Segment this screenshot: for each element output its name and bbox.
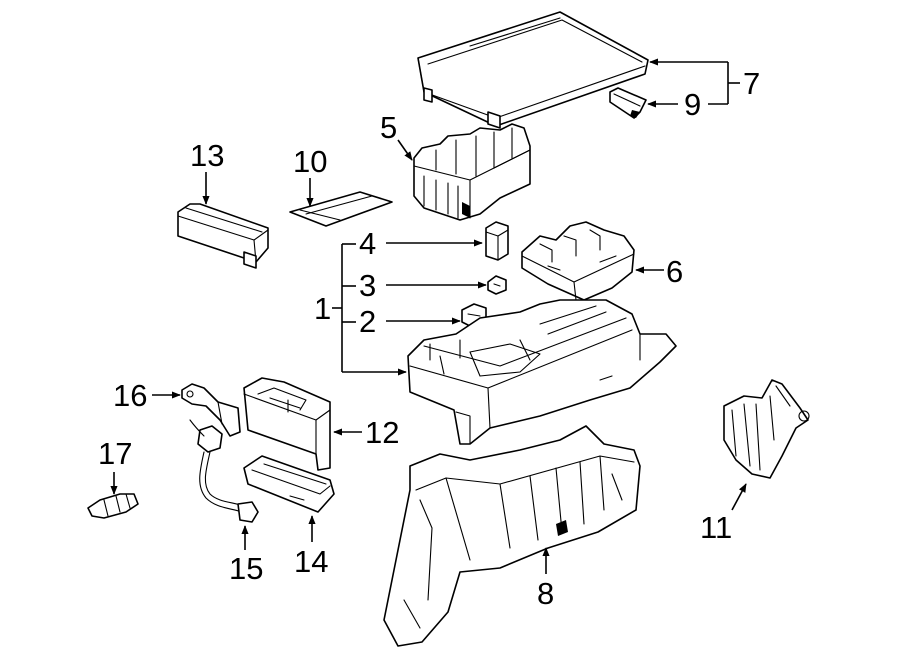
callout-2: 2 <box>359 304 376 339</box>
part-10-label-card <box>289 191 393 227</box>
part-5-relay-block <box>413 123 531 221</box>
part-6-relay-holder <box>521 221 635 301</box>
callout-13: 13 <box>190 138 224 173</box>
part-12-housing <box>243 377 331 471</box>
callout-14: 14 <box>294 544 328 579</box>
callout-1: 1 <box>314 291 331 326</box>
callout-7: 7 <box>743 66 760 101</box>
callout-8: 8 <box>537 576 554 611</box>
leader-11 <box>731 483 747 511</box>
callout-6: 6 <box>666 254 683 289</box>
callout-12: 12 <box>365 415 399 450</box>
callout-5: 5 <box>380 110 397 145</box>
part-7-upper-cover <box>417 11 649 129</box>
callout-11: 11 <box>700 510 732 545</box>
part-4-relay <box>485 221 509 261</box>
part-16-bracket <box>181 383 241 437</box>
part-14-tray <box>243 455 335 513</box>
part-3-fuse <box>487 275 507 295</box>
part-9-clip <box>609 87 647 119</box>
leader-lines <box>110 58 747 574</box>
callout-16: 16 <box>113 378 147 413</box>
callout-labels: 7 9 5 13 10 4 6 3 1 2 16 12 17 11 14 15 … <box>98 66 760 611</box>
part-8-lower-case <box>383 425 641 647</box>
part-11-relay-bracket <box>723 379 810 479</box>
part-13-small-cover <box>177 203 269 269</box>
callout-10: 10 <box>293 144 327 179</box>
leader-5 <box>397 139 413 161</box>
part-15-harness <box>189 419 259 523</box>
callout-15: 15 <box>229 551 263 586</box>
callout-17: 17 <box>98 436 132 471</box>
part-17-sensor <box>87 493 139 519</box>
part-1-fuse-box <box>407 299 677 445</box>
callout-4: 4 <box>359 226 376 261</box>
callout-3: 3 <box>359 268 376 303</box>
callout-9: 9 <box>684 87 701 122</box>
